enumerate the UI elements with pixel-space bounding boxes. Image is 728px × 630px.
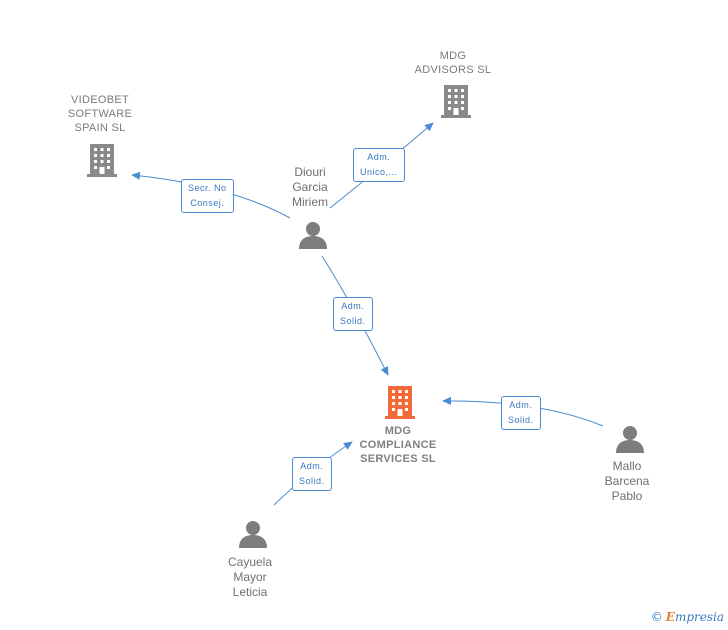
person-icon[interactable] xyxy=(238,519,268,549)
edge-label-diouri-advisors: Adm. Unico,... xyxy=(353,148,405,182)
edge-label-cayuela-compliance: Adm. Solid. xyxy=(292,457,332,491)
person-label-mallo[interactable]: Mallo Barcena Pablo xyxy=(604,459,650,503)
person-label-diouri[interactable]: Diouri Garcia Miriem xyxy=(292,165,328,209)
person-icon[interactable] xyxy=(298,220,328,250)
person-label-cayuela[interactable]: Cayuela Mayor Leticia xyxy=(227,555,273,599)
empresia-logo[interactable]: ©Empresia xyxy=(650,610,724,624)
building-icon[interactable] xyxy=(440,83,472,119)
copyright-icon: © xyxy=(650,610,663,624)
company-label-mdg-advisors[interactable]: MDG ADVISORS SL xyxy=(414,50,492,76)
company-label-mdg-compliance[interactable]: MDG COMPLIANCE SERVICES SL xyxy=(359,425,437,465)
building-icon[interactable] xyxy=(86,142,118,178)
edge-label-diouri-videobet: Secr. No Consej. xyxy=(181,179,234,213)
company-label-videobet[interactable]: VIDEOBET SOFTWARE SPAIN SL xyxy=(67,94,133,134)
person-icon[interactable] xyxy=(615,424,645,454)
edge-label-mallo-compliance: Adm. Solid. xyxy=(501,396,541,430)
edge-label-diouri-compliance: Adm. Solid. xyxy=(333,297,373,331)
building-icon[interactable] xyxy=(384,384,416,420)
